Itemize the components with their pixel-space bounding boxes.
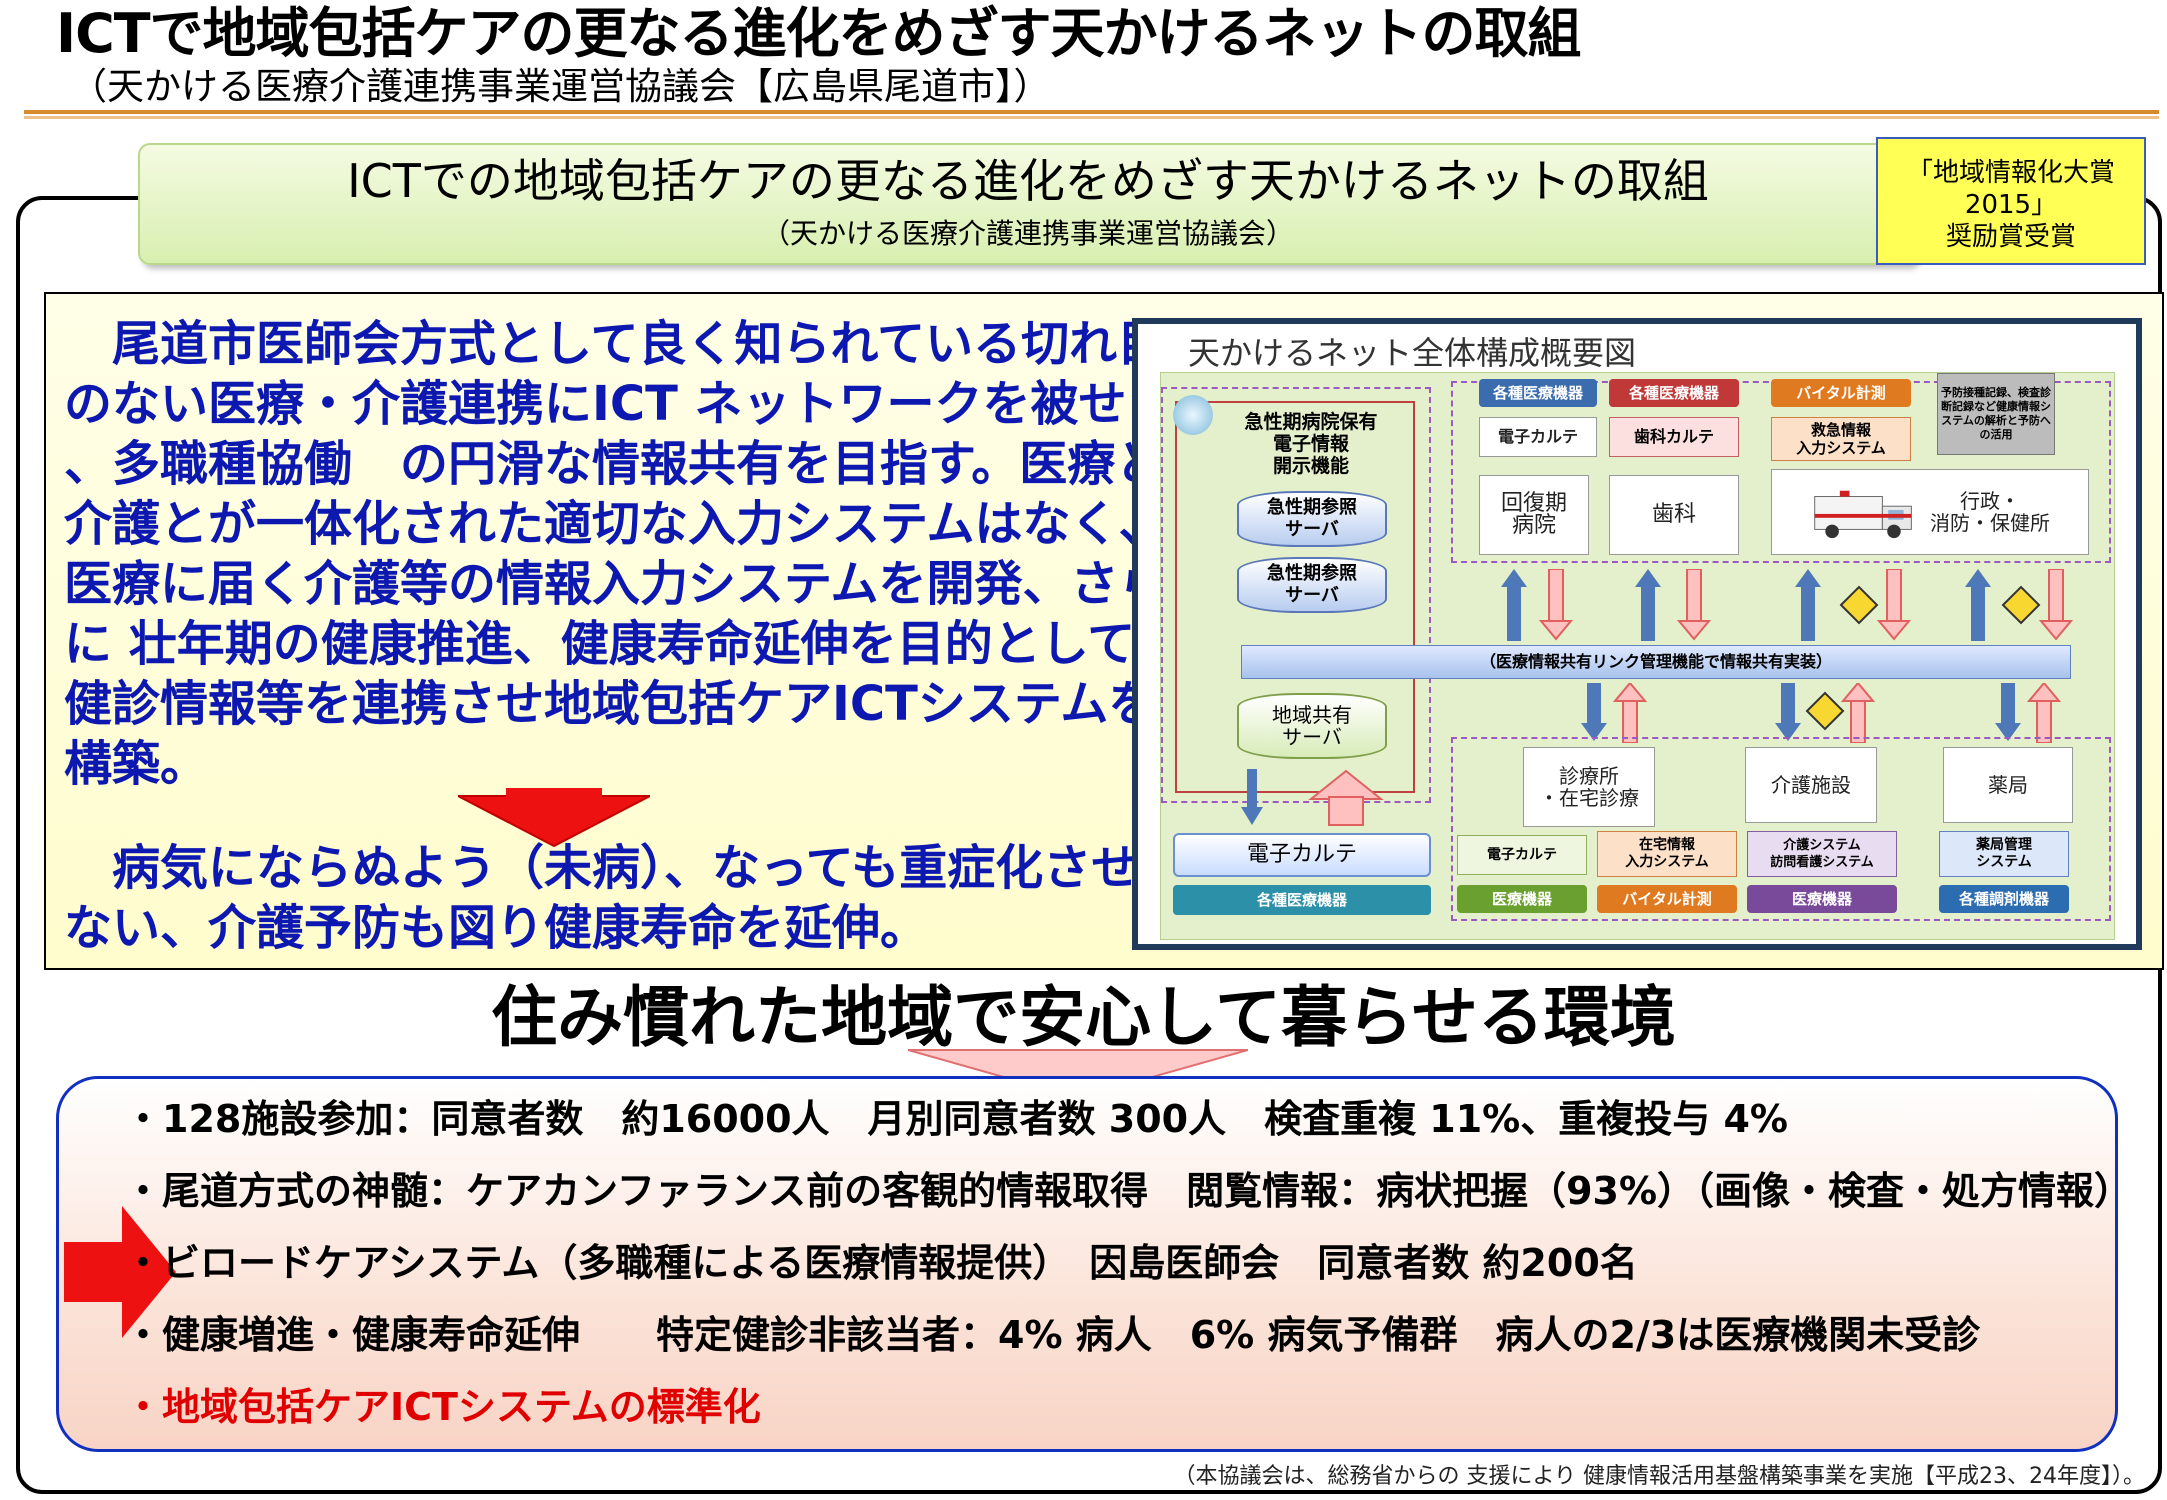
award-line2: 2015」 (1964, 190, 2058, 220)
top-tag-3: バイタル計測 (1771, 379, 1911, 407)
hospital-function-label: 急性期病院保有 電子情報 開示機能 (1244, 411, 1378, 477)
diagram-area: 急性期病院保有 電子情報 開示機能 急性期参照 サーバ 急性期参照 サーバ 地域… (1160, 372, 2115, 940)
globe-logo-icon (1173, 395, 1213, 435)
title-rule-light (24, 116, 2159, 119)
top-system-emergency: 救急情報 入力システム (1771, 417, 1911, 461)
acute-reference-server-1: 急性期参照 サーバ (1237, 491, 1387, 547)
hospital-box (1175, 401, 1415, 793)
bottom-tag-2: バイタル計測 (1597, 885, 1737, 913)
facility-clinic: 診療所 ・在宅診療 (1523, 747, 1655, 827)
summary-box (56, 1076, 2118, 1452)
bullet-5: ・地域包括ケアICTシステムの標準化 (124, 1385, 761, 1429)
facility-pharmacy: 薬局 (1943, 747, 2073, 823)
down-arrow-icon (458, 788, 650, 848)
award-line3: 奨励賞受賞 (1945, 222, 2076, 252)
facility-dental: 歯科 (1609, 475, 1739, 555)
page-title: ICTで地域包括ケアの更なる進化をめざす天かけるネットの取組 (56, 2, 1582, 65)
network-diagram: 天かけるネット全体構成概要図 急性期病院保有 電子情報 開示機能 急性期参照 サ… (1132, 318, 2142, 950)
title-rule (24, 110, 2159, 114)
left-ekarte: 電子カルテ (1173, 833, 1431, 877)
diagram-title: 天かけるネット全体構成概要図 (1188, 334, 1637, 372)
right-arrow-icon (64, 1206, 176, 1338)
top-system-dental: 歯科カルテ (1609, 417, 1739, 457)
bullet-2: ・尾道方式の神髄：ケアカンファランス前の客観的情報取得 閲覧情報：病状把握（93… (124, 1169, 2133, 1213)
facility-recovery-hospital: 回復期 病院 (1479, 475, 1589, 555)
ambulance-icon (1814, 490, 1912, 539)
facility-care: 介護施設 (1745, 747, 1877, 823)
facility-government: 行政・ 消防・保健所 (1771, 469, 2089, 555)
bottom-tag-1: 医療機器 (1457, 885, 1587, 913)
headline: 住み慣れた地域で安心して暮らせる環境 (491, 979, 1676, 1056)
pink-down-arrow-icon (908, 1049, 1248, 1100)
bottom-region-border (1451, 737, 2111, 921)
bottom-system-care: 介護システム 訪問看護システム (1747, 831, 1897, 877)
intro-paragraph-2: 病気にならぬよう（未病）、なっても重症化させない、介護予防も図り健康寿命を延伸。 (64, 840, 1140, 956)
server-link-arrows (1241, 769, 1384, 826)
banner: ICTでの地域包括ケアの更なる進化をめざす天かけるネットの取組 （天かける医療介… (138, 143, 1918, 265)
regional-shared-server: 地域共有 サーバ (1237, 693, 1387, 759)
top-tag-2: 各種医療機器 (1609, 379, 1739, 407)
lower-link-arrows (1581, 683, 2062, 743)
top-tag-4: 予防接種記録、検査診断記録など健康情報システムの解析と予防への活用 (1937, 373, 2055, 455)
hospital-group-border (1161, 387, 1431, 803)
top-system-ekarte: 電子カルテ (1479, 417, 1597, 457)
upper-link-arrows (1501, 569, 2074, 641)
left-devices-tag: 各種医療機器 (1173, 885, 1431, 915)
link-management-bar: （医療情報共有リンク管理機能で情報共有実装） (1241, 645, 2071, 679)
intro-paragraph-1: 尾道市医師会方式として良く知られている切れ目のない医療・介護連携にICT ネット… (64, 316, 1167, 792)
award-line1: 「地域情報化大賞 (1906, 158, 2115, 188)
facility-government-label: 行政・ 消防・保健所 (1930, 489, 2050, 535)
acute-reference-server-2: 急性期参照 サーバ (1237, 557, 1387, 613)
bottom-tag-3: 医療機器 (1747, 885, 1897, 913)
top-tag-1: 各種医療機器 (1479, 379, 1597, 407)
bullet-3: ・ビロードケアシステム（多職種による医療情報提供） 因島医師会 同意者数 約20… (124, 1241, 1638, 1285)
banner-title: ICTでの地域包括ケアの更なる進化をめざす天かけるネットの取組 (347, 154, 1709, 208)
footnote: （本協議会は、総務省からの 支援により 健康情報活用基盤構築事業を実施【平成23… (1173, 1464, 2145, 1489)
bottom-system-home: 在宅情報 入力システム (1597, 831, 1737, 877)
bottom-tag-4: 各種調剤機器 (1939, 885, 2069, 913)
bottom-system-ekarte: 電子カルテ (1457, 835, 1587, 875)
bottom-system-pharmacy: 薬局管理 システム (1939, 831, 2069, 877)
banner-subtitle: （天かける医療介護連携事業運営協議会） (761, 217, 1294, 250)
award-badge: 「地域情報化大賞 2015」 奨励賞受賞 (1876, 137, 2146, 265)
page-subtitle: （天かける医療介護連携事業運営協議会【広島県尾道市】） (70, 65, 1051, 108)
bullet-4: ・健康増進・健康寿命延伸 特定健診非該当者：4% 病人 6% 病気予備群 病人の… (124, 1313, 1981, 1357)
bullet-1: ・128施設参加：同意者数 約16000人 月別同意者数 300人 検査重複 1… (124, 1097, 1789, 1141)
